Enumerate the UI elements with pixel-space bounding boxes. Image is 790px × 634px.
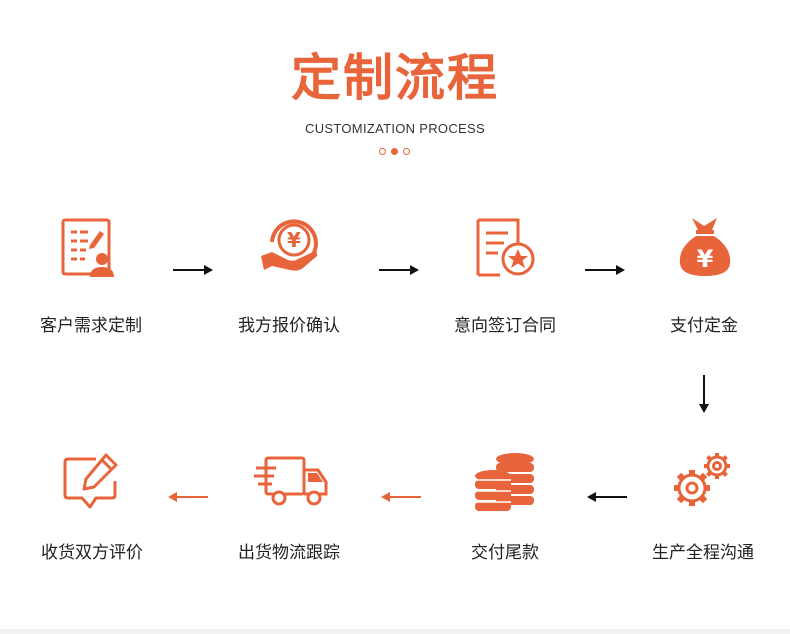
page-title: 定制流程 bbox=[291, 49, 499, 107]
step-label: 出货物流跟踪 bbox=[238, 543, 340, 563]
footer-divider bbox=[0, 629, 790, 634]
money-bag-icon: ¥ bbox=[674, 214, 736, 282]
delivery-truck-icon bbox=[254, 454, 330, 514]
contract-icon bbox=[474, 217, 540, 283]
arrow-left-icon bbox=[380, 489, 422, 508]
step-label: 客户需求定制 bbox=[40, 316, 142, 336]
requirement-form-icon bbox=[60, 217, 120, 283]
arrow-right-icon bbox=[584, 262, 626, 281]
divider-dot bbox=[379, 148, 386, 155]
step-label: 交付尾款 bbox=[471, 543, 539, 563]
arrow-left-icon bbox=[167, 489, 209, 508]
review-edit-icon bbox=[62, 451, 124, 517]
svg-text:¥: ¥ bbox=[697, 245, 714, 273]
arrow-right-icon bbox=[378, 262, 420, 281]
yuan-quote-icon: ¥ bbox=[258, 216, 324, 282]
step-label: 我方报价确认 bbox=[238, 316, 340, 336]
gears-icon bbox=[670, 450, 736, 516]
page-subtitle: CUSTOMIZATION PROCESS bbox=[305, 121, 485, 136]
step-label: 意向签订合同 bbox=[454, 316, 556, 336]
step-label: 生产全程沟通 bbox=[652, 543, 754, 563]
title-dots-divider bbox=[377, 147, 413, 157]
coin-stack-icon bbox=[473, 452, 537, 516]
divider-dot-active bbox=[391, 148, 398, 155]
step-label: 支付定金 bbox=[670, 316, 738, 336]
svg-text:¥: ¥ bbox=[287, 228, 301, 252]
arrow-left-icon bbox=[586, 489, 628, 508]
step-label: 收货双方评价 bbox=[41, 543, 143, 563]
arrow-down-icon bbox=[697, 374, 711, 418]
arrow-right-icon bbox=[172, 262, 214, 281]
divider-dot bbox=[403, 148, 410, 155]
